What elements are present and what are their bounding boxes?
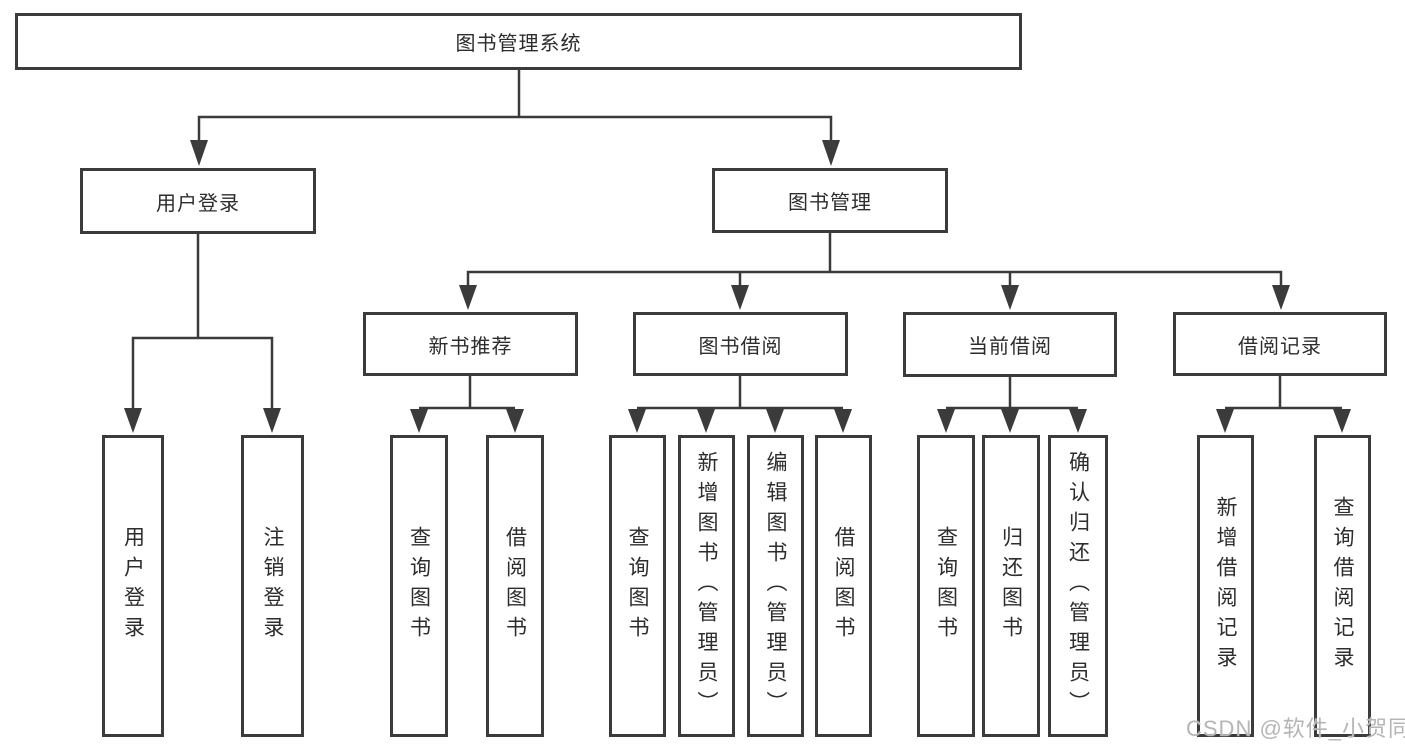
node-borrowing-records: 借阅记录 [1173,312,1387,376]
leaf-label: 查询图书 [407,526,431,646]
leaf-label: 查询图书 [626,526,649,646]
connector-root-to-level2 [197,70,833,142]
node-new-book-recommendation: 新书推荐 [363,312,578,376]
leaf-label: 用户登录 [121,526,145,646]
node-leaf-query-borrow-record: 查询借阅记录 [1314,435,1371,737]
leaf-label: 查询借阅记录 [1331,496,1354,676]
connector-user-login-to-leaves [131,234,274,409]
connector-borrow-records-to-leaves [1225,376,1342,410]
node-leaf-edit-books-admin: 编辑图书（管理员） [747,435,804,737]
leaf-label: 编辑图书（管理员） [764,451,787,721]
node-leaf-query-books-recommend: 查询图书 [390,435,448,737]
leaf-label: 确认归还（管理员） [1066,451,1090,721]
node-current-borrowing: 当前借阅 [903,312,1117,377]
leaf-label: 注销登录 [261,526,284,646]
node-leaf-add-borrow-record: 新增借阅记录 [1197,435,1254,737]
leaf-label: 归还图书 [999,526,1023,646]
connector-book-borrow-to-leaves [637,376,843,410]
leaf-label: 借阅图书 [503,526,527,646]
node-leaf-add-books-admin: 新增图书（管理员） [678,435,735,737]
leaf-label: 新增图书（管理员） [695,451,718,721]
arrowheads-new-book-leaves [410,409,524,433]
node-leaf-borrow-books-recommend: 借阅图书 [486,435,544,737]
arrowheads-level3 [459,285,1290,310]
arrowheads-borrow-records-leaves [1216,409,1351,433]
node-leaf-confirm-return-admin: 确认归还（管理员） [1048,435,1108,737]
connector-current-borrow-to-leaves [946,377,1078,410]
connector-book-management-to-level3 [466,233,1283,286]
node-leaf-borrow-books: 借阅图书 [815,435,872,737]
arrowheads-book-borrow-leaves [628,409,852,433]
csdn-watermark: CSDN @软件_小贺同学 [1186,716,1405,741]
node-leaf-query-books-borrow: 查询图书 [609,435,666,737]
node-user-login: 用户登录 [80,168,316,234]
node-leaf-return-books: 归还图书 [982,435,1040,737]
leaf-label: 借阅图书 [832,526,855,646]
node-leaf-logout: 注销登录 [241,435,304,737]
node-library-management-system: 图书管理系统 [15,13,1022,70]
leaf-label: 新增借阅记录 [1214,496,1237,676]
arrowheads-level2 [190,140,840,166]
arrowheads-user-login-leaves [124,408,281,433]
node-leaf-query-books-current: 查询图书 [917,435,975,737]
node-book-borrowing: 图书借阅 [633,312,848,376]
node-leaf-user-login: 用户登录 [102,435,164,737]
arrowheads-current-borrow-leaves [937,409,1087,433]
connector-new-book-to-leaves [419,376,515,410]
node-book-management: 图书管理 [712,168,948,233]
leaf-label: 查询图书 [934,526,958,646]
